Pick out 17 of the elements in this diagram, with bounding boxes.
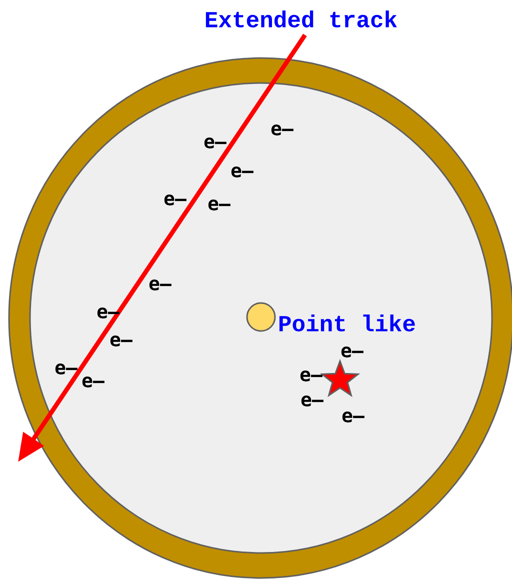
track-label: Extended track <box>206 10 397 28</box>
electron-label: e– <box>300 370 322 382</box>
electron-label: e– <box>149 280 172 290</box>
electron-label: e– <box>271 124 294 136</box>
electron-label: e– <box>341 346 364 358</box>
point-label: Point like <box>279 314 415 332</box>
electron-label: e– <box>231 166 254 178</box>
point-source <box>246 302 276 332</box>
electron-label: e– <box>204 138 226 148</box>
electron-label: e– <box>82 376 104 388</box>
electron-label: e– <box>342 412 364 422</box>
electron-label: e– <box>55 364 78 374</box>
electron-label: e– <box>301 396 324 406</box>
electron-label: e– <box>110 336 132 346</box>
electron-label: e– <box>208 200 230 210</box>
electron-label: e– <box>164 194 186 206</box>
detector-volume <box>29 82 493 554</box>
